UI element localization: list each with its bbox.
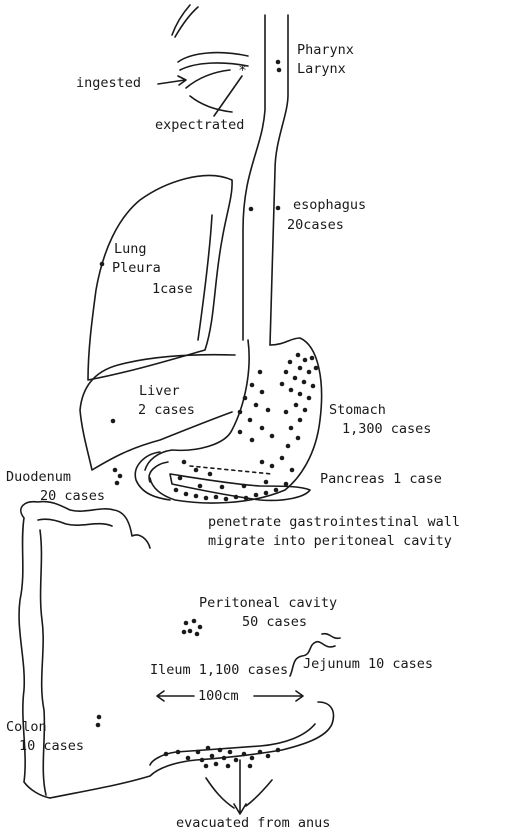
- larynx-label: Larynx: [297, 61, 346, 78]
- esophagus-cases: 20cases: [287, 217, 344, 234]
- pharynx-marker-icon: *: [239, 63, 246, 79]
- lung-label: Lung: [114, 241, 147, 258]
- migrate-label: migrate into peritoneal cavity: [208, 533, 452, 550]
- lung-outline: [88, 176, 232, 380]
- liver-cases: 2 cases: [138, 402, 195, 419]
- expectrated-pointer: [214, 76, 242, 116]
- colon-cases: 10 cases: [19, 738, 84, 755]
- pancreas-outline: [170, 474, 310, 500]
- pleura-label: Pleura: [112, 260, 161, 277]
- ileum-label: Ileum 1,100 cases: [150, 662, 288, 679]
- evacuated-arrow: [206, 760, 272, 814]
- ingested-arrow: [158, 76, 186, 85]
- ileum-outline: [50, 702, 333, 798]
- expectrated-label: expectrated: [155, 117, 244, 134]
- duodenum-label: Duodenum: [6, 469, 71, 486]
- penetrate-label: penetrate gastrointestinal wall: [208, 514, 460, 531]
- jejunum-label: Jejunum 10 cases: [303, 656, 433, 673]
- colon-label: Colon: [6, 719, 47, 736]
- pharynx-label: Pharynx: [297, 42, 354, 59]
- nasal-outline: [172, 5, 198, 37]
- pancreas-label: Pancreas 1 case: [320, 471, 442, 488]
- liver-label: Liver: [139, 383, 180, 400]
- ingested-label: ingested: [76, 75, 141, 92]
- peritoneal-cases: 50 cases: [242, 614, 307, 631]
- pylorus-dashes: [190, 466, 272, 474]
- esophagus-outline: [243, 15, 288, 345]
- stomach-cases: 1,300 cases: [342, 421, 431, 438]
- esophagus-label: esophagus: [293, 197, 366, 214]
- duodenum-cases: 20 cases: [40, 488, 105, 505]
- evacuated-label: evacuated from anus: [176, 815, 330, 832]
- stomach-label: Stomach: [329, 402, 386, 419]
- peritoneal-label: Peritoneal cavity: [199, 595, 337, 612]
- length-label: 100cm: [198, 688, 239, 705]
- lung-cases: 1case: [152, 281, 193, 298]
